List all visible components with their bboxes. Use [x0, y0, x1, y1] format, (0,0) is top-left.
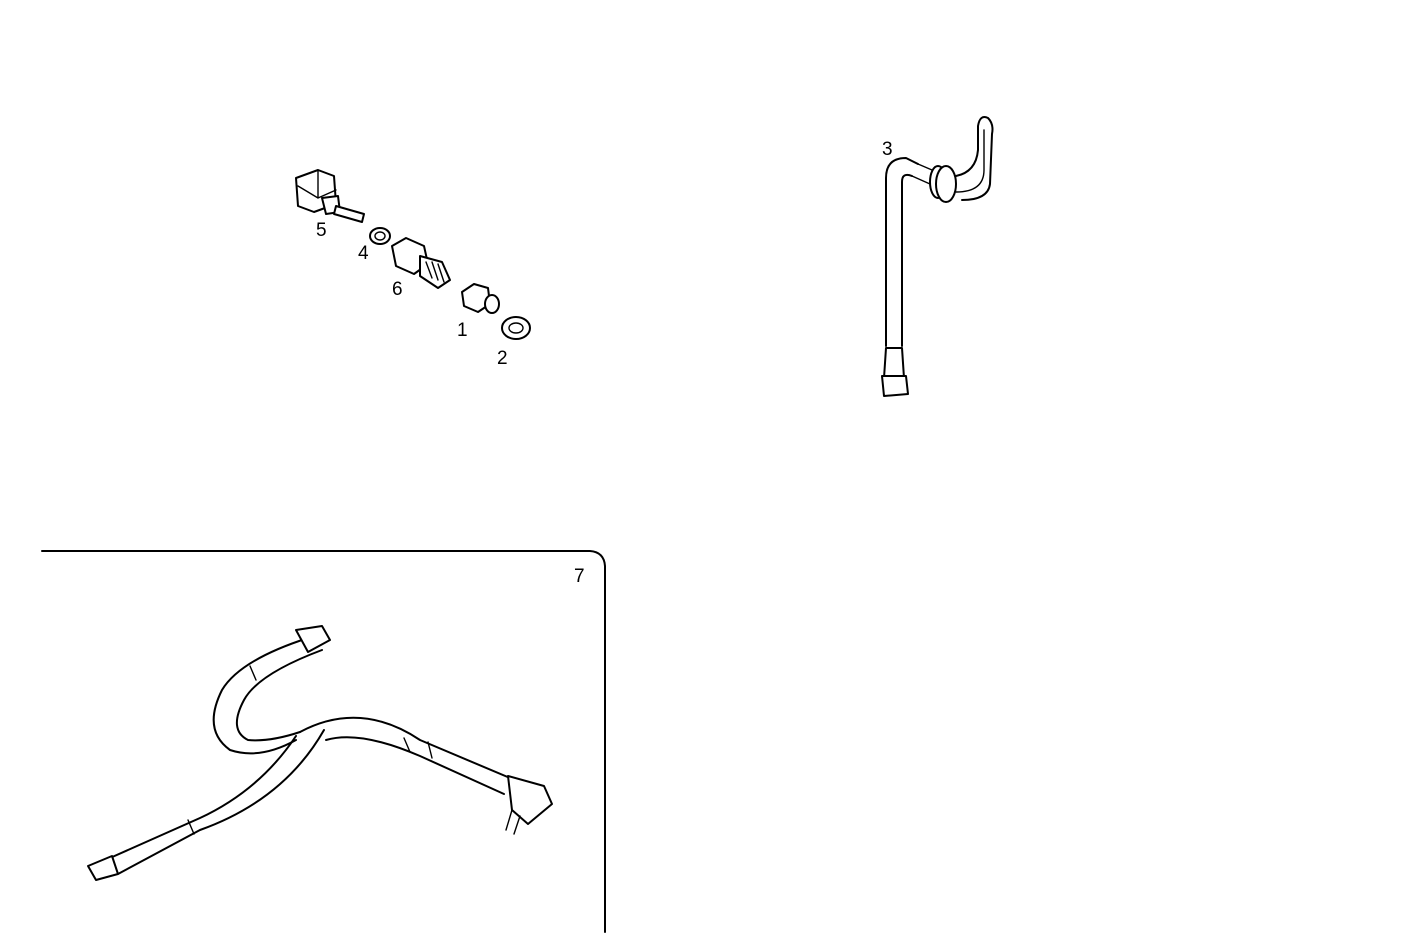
- callout-1: 1: [457, 320, 468, 341]
- callout-5: 5: [316, 220, 327, 241]
- part-7-hose-assembly: [87, 625, 553, 881]
- part-4-washer: [369, 227, 391, 245]
- callout-4: 4: [358, 243, 369, 264]
- callout-7: 7: [574, 566, 585, 587]
- part-5-sensor: [295, 169, 365, 223]
- part-6-adapter: [391, 237, 451, 289]
- callout-3: 3: [882, 139, 893, 160]
- part-2-washer: [501, 316, 531, 340]
- part-1-plug: [461, 283, 500, 314]
- callout-2: 2: [497, 348, 508, 369]
- callout-6: 6: [392, 279, 403, 300]
- inset-frame: [41, 550, 606, 933]
- part-3-tube: [881, 116, 994, 397]
